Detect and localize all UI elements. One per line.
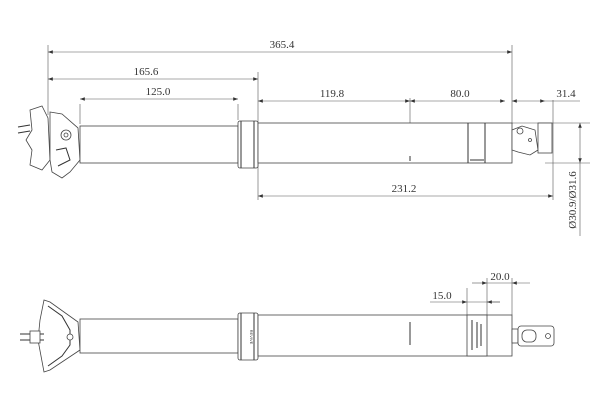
dim-label-offset: 15.0 <box>432 290 452 302</box>
saddle-clamp-head <box>17 105 81 179</box>
dim-head-to-collar: 165.6 <box>134 66 159 78</box>
dim-travel: 125.0 <box>146 86 171 98</box>
actuator-pin <box>511 325 555 347</box>
dim-lower-tube-2: 80.0 <box>450 88 470 100</box>
upper-stanchion <box>79 125 239 164</box>
collar-brand-marking: REVIVE <box>249 330 254 345</box>
dim-insertion: 231.2 <box>392 183 417 195</box>
dim-label-width: 20.0 <box>490 271 510 283</box>
upper-stanchion <box>79 318 239 354</box>
saddle-clamp-head <box>20 299 81 373</box>
lower-tube <box>257 122 513 164</box>
dim-diameter: Ø30.9/Ø31.6 <box>567 171 579 229</box>
front-view: 15.0 20.0 REVIVE <box>20 271 555 373</box>
side-view: 365.4 165.6 125.0 119.8 80.0 31.4 231.2 … <box>17 39 590 236</box>
dim-lower-tube-1: 119.8 <box>320 88 345 100</box>
dim-actuator: 31.4 <box>556 88 576 100</box>
actuator-clamp <box>511 122 553 156</box>
dim-overall-length: 365.4 <box>270 39 295 51</box>
